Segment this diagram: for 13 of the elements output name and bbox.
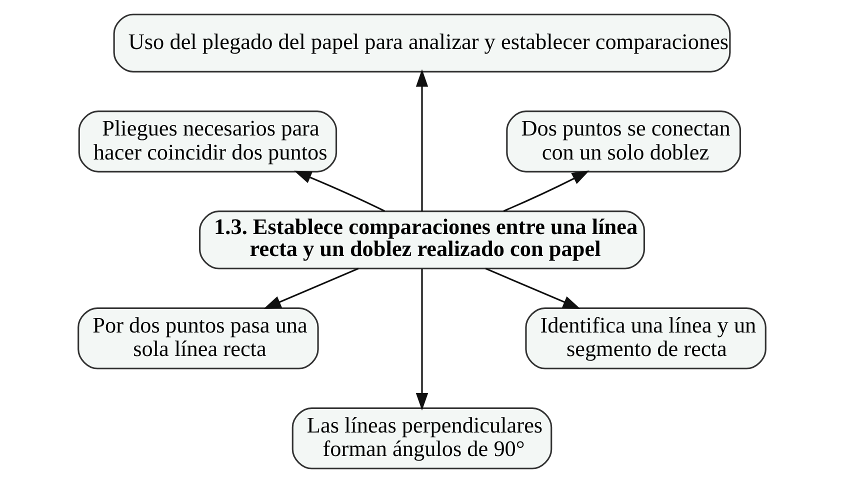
arrow bbox=[415, 268, 428, 411]
node-box: Las líneas perpendiculares forman ángulos de 90° bbox=[291, 407, 552, 470]
arrow bbox=[484, 268, 580, 309]
arrow bbox=[502, 170, 589, 212]
arrow bbox=[294, 170, 384, 212]
node-box: Dos puntos se conectan con un solo doblez bbox=[506, 110, 741, 172]
node-box: Identifica una línea y un segmento de recta bbox=[524, 307, 766, 370]
node-box: Uso del plegado del papel para analizar y establecer comparaciones bbox=[112, 14, 730, 72]
arrow bbox=[415, 69, 428, 212]
node-box: 1.3. Establece comparaciones entre una línea recta y un doblez realizado con papel bbox=[198, 210, 645, 270]
node-box: Por dos puntos pasa una sola línea recta bbox=[77, 307, 318, 370]
arrow bbox=[263, 268, 358, 309]
node-box: Pliegues necesarios para hacer coincidir dos puntos bbox=[78, 110, 337, 172]
